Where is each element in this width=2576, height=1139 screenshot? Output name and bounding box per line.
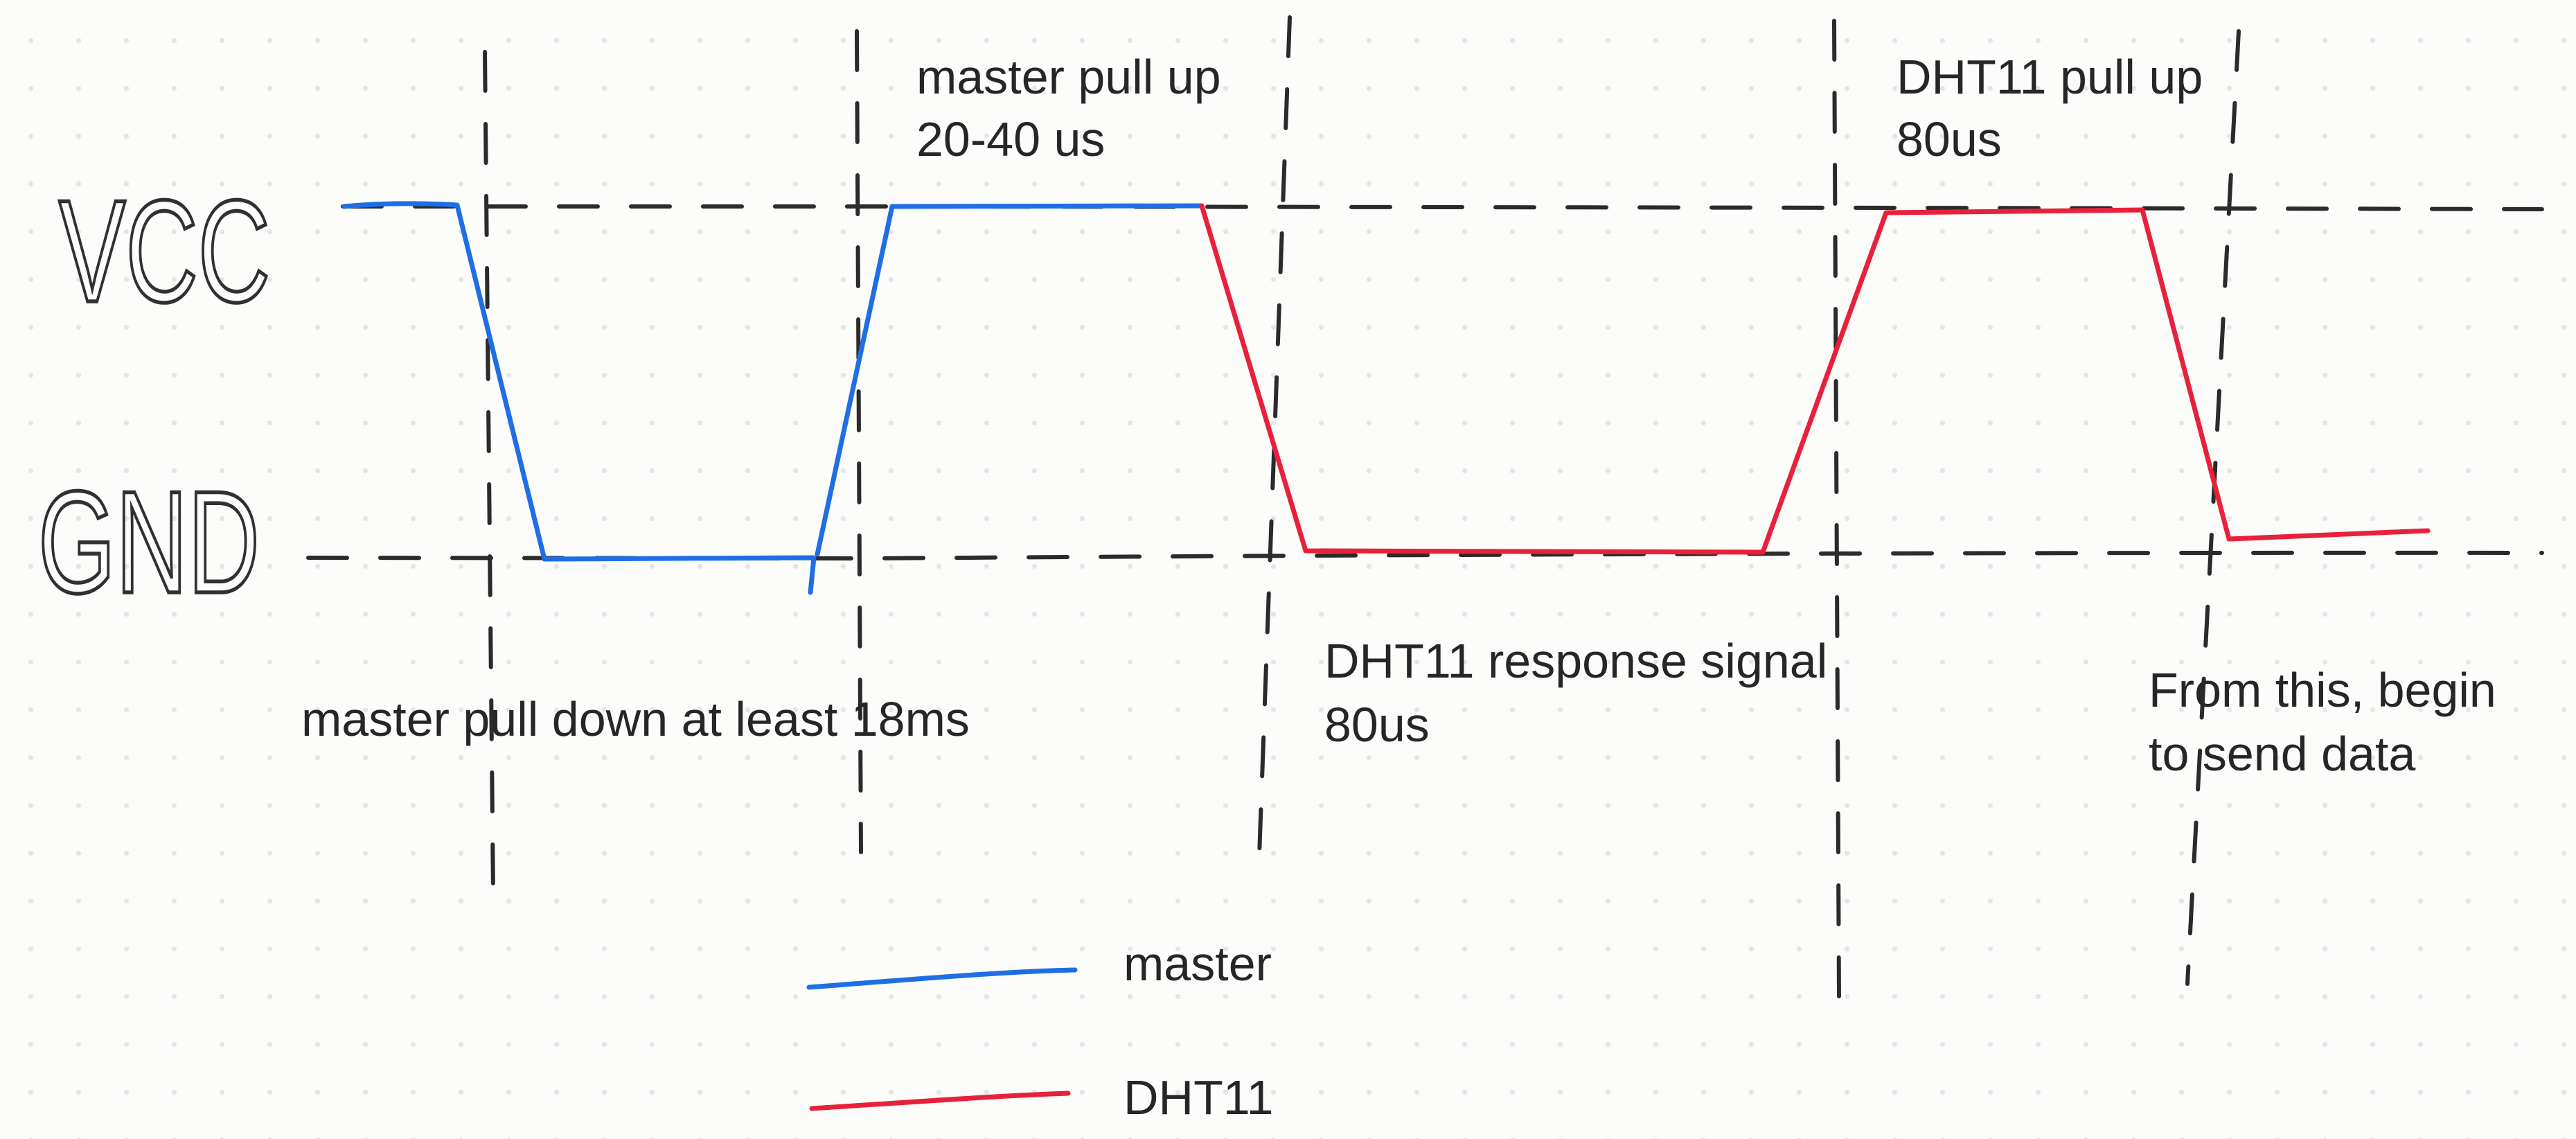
master-pull-up-note-line1: master pull up xyxy=(916,50,1221,104)
dht11-response-note-line1: DHT11 response signal xyxy=(1324,634,1827,688)
annotations: master pull down at least 18ms master pu… xyxy=(301,50,2496,781)
vcc-guide-line xyxy=(341,204,2544,211)
dht11-waveform xyxy=(1199,203,2431,555)
horizontal-guides xyxy=(306,204,2544,561)
begin-data-note-line2: to send data xyxy=(2149,727,2415,781)
master-pull-down-note: master pull down at least 18ms xyxy=(301,692,970,746)
dht11-response-note-line2: 80us xyxy=(1324,698,1430,752)
legend-dht11-label: DHT11 xyxy=(1123,1070,1274,1124)
dht11-pull-up-note-line2: 80us xyxy=(1897,112,2002,166)
phase-boundary-1 xyxy=(483,50,495,896)
vertical-guides xyxy=(483,15,2241,1000)
gnd-label: GND xyxy=(38,461,260,624)
master-pull-up-note-line2: 20-40 us xyxy=(916,112,1105,166)
phase-boundary-4 xyxy=(1832,19,1841,1000)
begin-data-note-line1: From this, begin xyxy=(2149,663,2496,717)
master-waveform xyxy=(341,201,1205,595)
phase-boundary-2 xyxy=(855,29,863,854)
legend-master-swatch xyxy=(806,967,1078,990)
legend-master-label: master xyxy=(1123,937,1272,991)
phase-boundary-5 xyxy=(2185,29,2241,986)
legend-dht11-swatch xyxy=(809,1091,1071,1111)
dht11-pull-up-note-line1: DHT11 pull up xyxy=(1897,50,2203,104)
vcc-label: VCC xyxy=(59,170,270,333)
legend: master DHT11 xyxy=(806,937,1274,1124)
phase-boundary-3 xyxy=(1257,15,1292,858)
